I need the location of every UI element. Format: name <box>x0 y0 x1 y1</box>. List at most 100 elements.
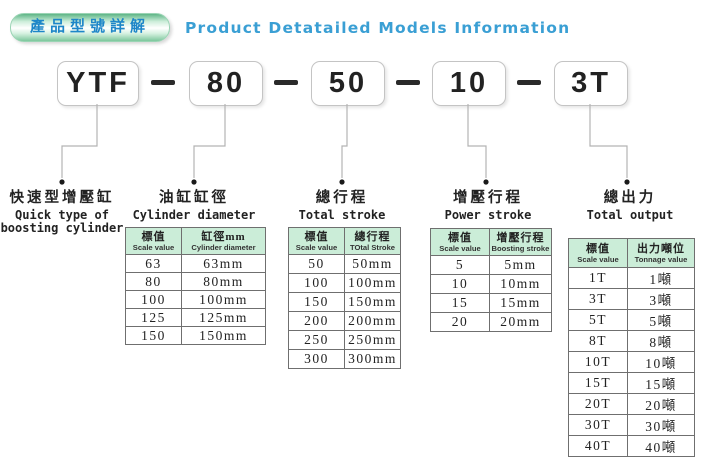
table-cell: 30噸 <box>627 414 695 436</box>
group-label-en: Power stroke <box>444 208 532 222</box>
table-cell: 15噸 <box>627 372 695 394</box>
table-cell: 5mm <box>489 255 552 275</box>
table-cell: 20 <box>430 312 490 332</box>
table-cell: 1噸 <box>627 267 695 289</box>
table-cell: 100mm <box>181 290 266 309</box>
model-segment-diameter: 80 <box>189 61 263 106</box>
table-cell: 1T <box>568 267 628 289</box>
table-cell: 100 <box>125 290 182 309</box>
model-separator-dash <box>274 80 298 85</box>
table-cell: 15mm <box>489 293 552 313</box>
page-title: Product Detatailed Models Information <box>185 19 571 37</box>
table-cell: 20T <box>568 393 628 415</box>
table-cell: 100 <box>288 273 345 293</box>
table-cell: 40T <box>568 435 628 457</box>
table-cell: 150 <box>288 292 345 312</box>
table-cell: 50mm <box>344 254 401 274</box>
table-cell: 3噸 <box>627 288 695 310</box>
table-cell: 80 <box>125 272 182 291</box>
table-cell: 15 <box>430 293 490 313</box>
table-cell: 20噸 <box>627 393 695 415</box>
table-cell: 50 <box>288 254 345 274</box>
group-label-zh: 總出力 <box>603 190 657 206</box>
table-cell: 300mm <box>344 349 401 369</box>
model-separator-dash <box>517 80 541 85</box>
group-label-zh: 油缸缸徑 <box>159 190 229 206</box>
table-cell: 10T <box>568 351 628 373</box>
table-cell: 3T <box>568 288 628 310</box>
table-cell: 150 <box>125 326 182 345</box>
table-cell: 40噸 <box>627 435 695 457</box>
table-cell: 125 <box>125 308 182 327</box>
table-cell: 80mm <box>181 272 266 291</box>
table-cell: 200 <box>288 311 345 331</box>
table-cell: 5T <box>568 309 628 331</box>
table-cell: 30T <box>568 414 628 436</box>
table-cell: 250 <box>288 330 345 350</box>
model-segment-output: 3T <box>554 61 628 106</box>
group-label-zh: 快速型增壓缸 <box>9 190 115 206</box>
group-label-total-output: 總出力 Total output <box>565 186 695 222</box>
group-label-power-stroke: 增壓行程 Power stroke <box>423 186 553 222</box>
table-cell: 300 <box>288 349 345 369</box>
group-label-zh: 總行程 <box>315 190 369 206</box>
group-label-en: Total output <box>586 208 674 222</box>
table-cell: 100mm <box>344 273 401 293</box>
group-label-total-stroke: 總行程 Total stroke <box>277 186 407 222</box>
group-label-cylinder-diameter: 油缸缸徑 Cylinder diameter <box>128 186 260 222</box>
table-cell: 150mm <box>181 326 266 345</box>
table-cell: 10mm <box>489 274 552 294</box>
table-cell: 250mm <box>344 330 401 350</box>
model-segment-stroke: 50 <box>311 61 385 106</box>
table-cell: 8噸 <box>627 330 695 352</box>
table-cell: 125mm <box>181 308 266 327</box>
table-cell: 5 <box>430 255 490 275</box>
table-cell: 5噸 <box>627 309 695 331</box>
group-label-quick-type: 快速型增壓缸 Quick type of boosting cylinder <box>0 186 126 235</box>
group-label-en: Quick type of boosting cylinder <box>0 208 124 235</box>
group-label-en: Cylinder diameter <box>132 208 256 222</box>
table-cell: 200mm <box>344 311 401 331</box>
model-segment-power: 10 <box>432 61 506 106</box>
table-cell: 10 <box>430 274 490 294</box>
model-segment-series: YTF <box>57 61 139 106</box>
table-cell: 63 <box>125 254 182 273</box>
table-cell: 150mm <box>344 292 401 312</box>
table-cell: 8T <box>568 330 628 352</box>
